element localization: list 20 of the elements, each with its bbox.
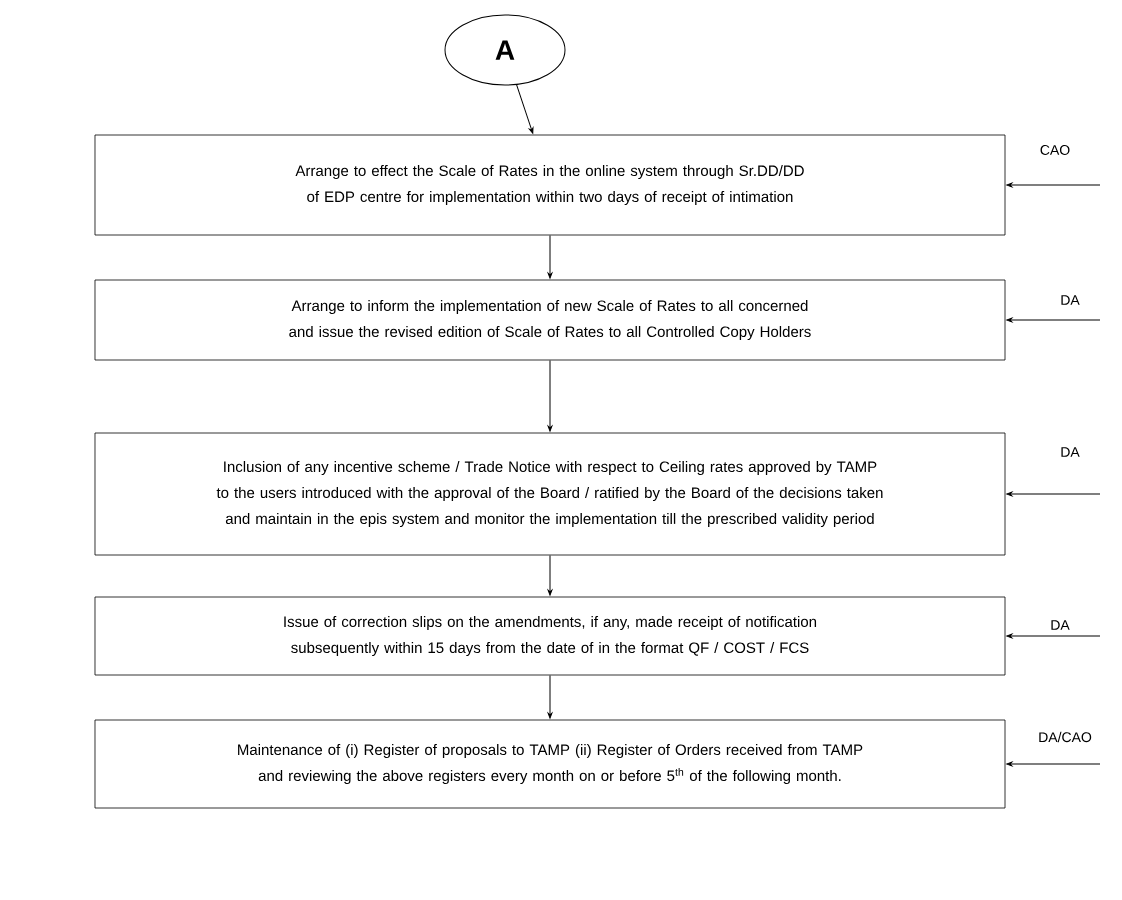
arrow: [1006, 491, 1101, 497]
arrow: [1006, 761, 1101, 767]
role-label: DA: [1061, 295, 1080, 305]
process-box: Maintenance of (i) Register of proposals to TAMP (ii) Register of Orders received from TAMP and reviewing the above registers every month on or before 5$^{th}$ of the following month.: [94, 719, 1006, 809]
process-box: Inclusion of any incentive scheme / Trade Notice with respect to Ceiling rates approved by TAMP to the users introduced with the approval of the Board / ratified by the Board of the decisions taken and maintain in the epis system and monitor the implementation till the prescribed validity period: [94, 432, 1006, 556]
arrow: [547, 674, 553, 719]
role-label: DA: [1061, 447, 1080, 457]
arrow: [547, 234, 553, 279]
process-box: Arrange to inform the implementation of new Scale of Rates to all concerned and issue the revised edition of Scale of Rates to all Controlled Copy Holders: [94, 279, 1006, 361]
arrow: [1006, 633, 1101, 639]
arrow: [1006, 317, 1101, 323]
arrow: [547, 554, 553, 596]
arrow: [547, 359, 553, 432]
role-label: DA: [1051, 620, 1070, 630]
process-box: Issue of correction slips on the amendments, if any, made receipt of notification subsequently within 15 days from the date of in the format QF / COST / FCS: [94, 596, 1006, 676]
process-box: Arrange to effect the Scale of Rates in the online system through Sr.DD/DD of EDP centre for implementation within two days of receipt of intimation: [94, 134, 1006, 236]
arrow: [516, 84, 534, 134]
arrow: [1006, 182, 1101, 188]
role-label: CAO: [1040, 145, 1070, 155]
role-label: DA/CAO: [1039, 731, 1092, 743]
